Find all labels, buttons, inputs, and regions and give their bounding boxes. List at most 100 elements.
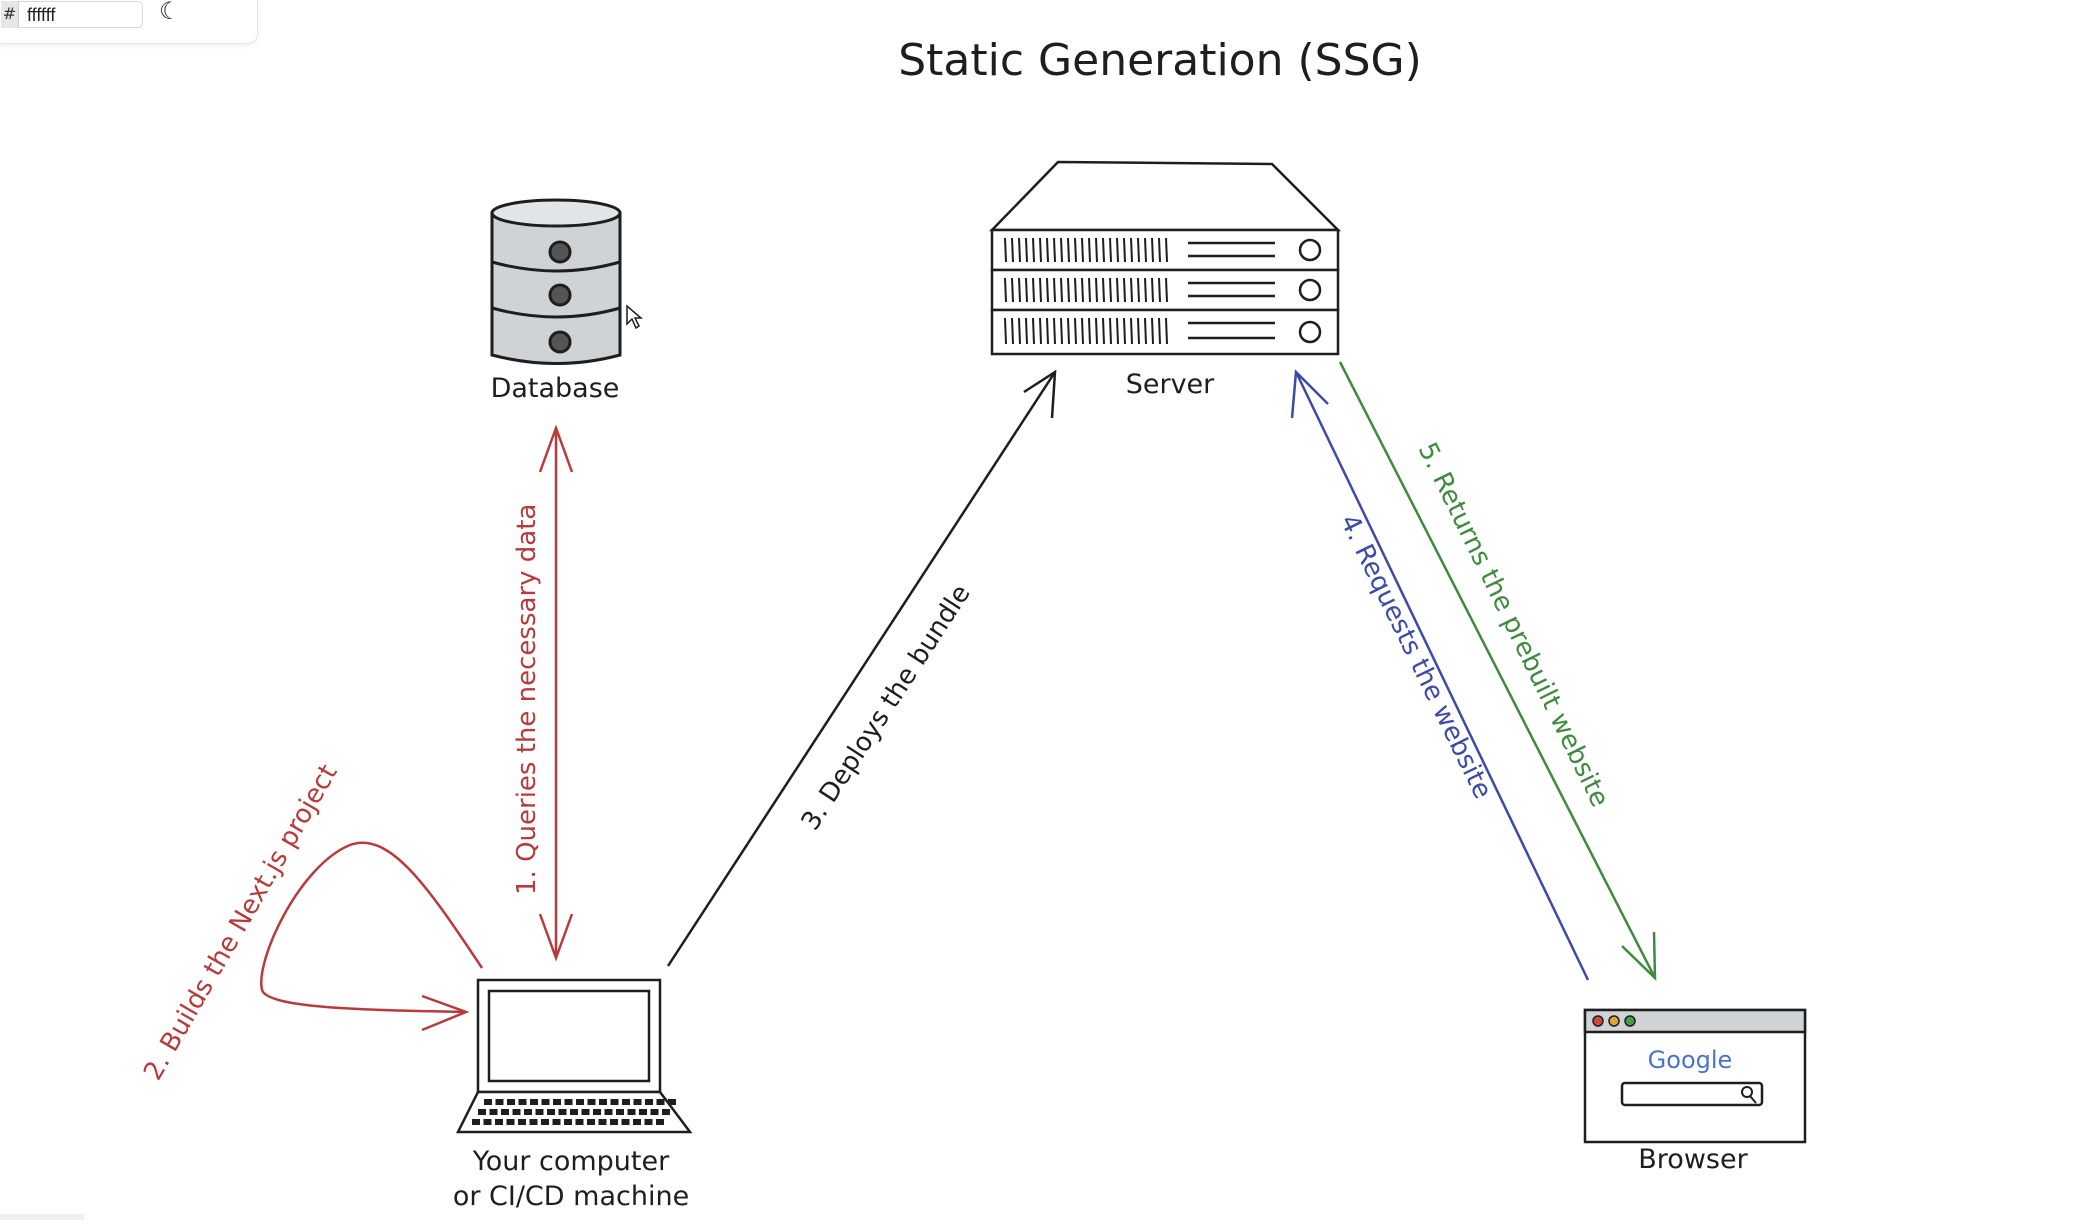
- laptop-key: [552, 1119, 561, 1125]
- laptop-key: [662, 1109, 670, 1115]
- server-vent-mark: [1081, 237, 1084, 263]
- server-vent-mark: [1032, 277, 1035, 303]
- color-hex-input[interactable]: ffffff: [19, 1, 143, 28]
- server-vent-mark: [1109, 237, 1112, 263]
- moon-icon[interactable]: ☾: [159, 0, 181, 25]
- laptop-key: [512, 1109, 521, 1115]
- server-vent-mark: [1018, 237, 1021, 263]
- bottom-scroll-edge: [0, 1214, 84, 1220]
- server-vent-mark: [1067, 317, 1070, 345]
- server-vent-mark: [1046, 237, 1049, 263]
- server-vent-mark: [1137, 237, 1140, 263]
- server-vent-mark: [1165, 317, 1168, 345]
- server-vent-mark: [1158, 317, 1161, 345]
- laptop-key: [633, 1099, 642, 1105]
- server-vent-mark: [1116, 317, 1119, 345]
- laptop-key: [541, 1119, 549, 1125]
- server-vent-mark: [1095, 317, 1098, 345]
- database-label: Database: [491, 373, 620, 404]
- laptop-key: [495, 1119, 503, 1125]
- laptop-key: [656, 1119, 664, 1125]
- server-vent-mark: [1025, 237, 1028, 263]
- server-vent-mark: [1109, 317, 1112, 345]
- server-vent-mark: [1039, 277, 1042, 303]
- server-vent-mark: [1046, 317, 1049, 345]
- server-vent-mark: [1144, 237, 1147, 263]
- laptop-key: [587, 1099, 596, 1105]
- laptop-key: [541, 1099, 550, 1105]
- laptop-key: [604, 1109, 613, 1115]
- server-vent-mark: [1137, 277, 1140, 303]
- laptop-key: [501, 1109, 509, 1115]
- server-vent-mark: [1158, 277, 1161, 303]
- server-vent-mark: [1123, 237, 1126, 263]
- server-vent-mark: [1004, 277, 1007, 303]
- server-vent-mark: [1116, 277, 1119, 303]
- server-vent-mark: [1011, 317, 1014, 345]
- laptop-key: [598, 1119, 607, 1125]
- server-vent-mark: [1158, 237, 1161, 263]
- server-vent-mark: [1060, 317, 1063, 345]
- server-vent-mark: [1130, 317, 1133, 345]
- server-vent-mark: [1025, 277, 1028, 303]
- step2-label: 2. Builds the Next.js project: [138, 759, 344, 1085]
- laptop-key: [610, 1119, 618, 1125]
- server-vent-mark: [1151, 237, 1154, 263]
- laptop-key: [616, 1109, 624, 1115]
- server-vent-mark: [1060, 237, 1063, 263]
- server-vent-mark: [1032, 317, 1035, 345]
- server-vent-mark: [1018, 317, 1021, 345]
- laptop-key: [621, 1119, 630, 1125]
- database-icon: [490, 198, 622, 365]
- server-vent-mark: [1102, 317, 1105, 345]
- server-vent-mark: [1151, 317, 1154, 345]
- laptop-key: [558, 1109, 567, 1115]
- server-vent-mark: [1053, 277, 1056, 303]
- laptop-key: [599, 1099, 607, 1105]
- color-toolbar: # ffffff ☾: [0, 0, 258, 44]
- step3-label: 3. Deploys the bundle: [796, 580, 977, 836]
- laptop-key: [484, 1099, 492, 1105]
- browser-label: Browser: [1638, 1144, 1748, 1175]
- server-vent-mark: [1130, 277, 1133, 303]
- server-vent-mark: [1165, 277, 1168, 303]
- cursor-icon: [626, 304, 644, 330]
- laptop-key: [506, 1119, 515, 1125]
- server-vent-mark: [1067, 277, 1070, 303]
- server-vent-mark: [1067, 237, 1070, 263]
- server-vent-mark: [1039, 317, 1042, 345]
- server-vent-mark: [1088, 237, 1091, 263]
- server-vent-mark: [1053, 237, 1056, 263]
- computer-label-line1: Your computer: [472, 1146, 670, 1177]
- server-vent-mark: [1151, 277, 1154, 303]
- server-vent-mark: [1025, 317, 1028, 345]
- laptop-key: [547, 1109, 555, 1115]
- laptop-key: [587, 1119, 595, 1125]
- laptop-key: [639, 1109, 647, 1115]
- server-vent-mark: [1018, 277, 1021, 303]
- arrow-deploys-bundle: [666, 369, 1057, 967]
- laptop-key: [553, 1099, 561, 1105]
- server-vent-mark: [1088, 277, 1091, 303]
- laptop-key: [564, 1099, 573, 1105]
- server-vent-mark: [1102, 277, 1105, 303]
- laptop-key: [564, 1119, 572, 1125]
- server-vent-mark: [1081, 277, 1084, 303]
- laptop-key: [529, 1119, 538, 1125]
- laptop-key: [656, 1099, 665, 1105]
- server-vent-mark: [1144, 317, 1147, 345]
- server-vent-mark: [1123, 317, 1126, 345]
- server-vent-mark: [1165, 237, 1168, 263]
- server-vent-mark: [1130, 237, 1133, 263]
- laptop-key: [478, 1109, 486, 1115]
- laptop-key: [627, 1109, 636, 1115]
- server-vent-mark: [1004, 317, 1007, 345]
- hash-prefix: #: [1, 1, 19, 28]
- server-vent-mark: [1144, 277, 1147, 303]
- laptop-key: [575, 1119, 584, 1125]
- laptop-key: [622, 1099, 630, 1105]
- server-vent-mark: [1074, 277, 1077, 303]
- laptop-key: [489, 1109, 498, 1115]
- server-vent-mark: [1088, 317, 1091, 345]
